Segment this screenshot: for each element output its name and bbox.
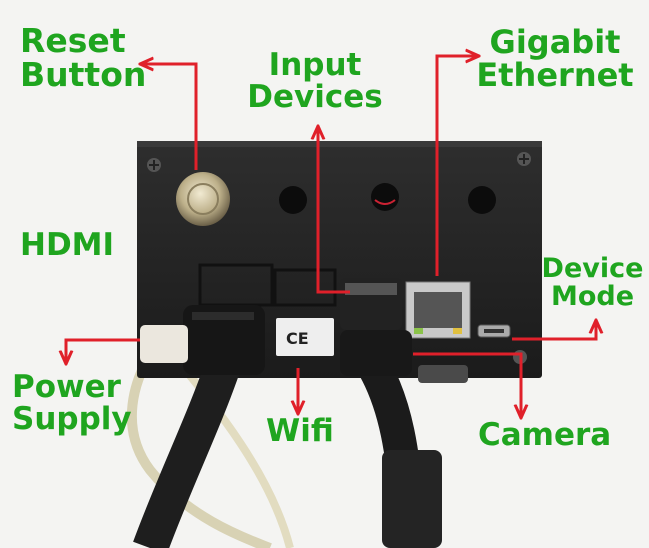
reset-button-part <box>176 172 230 226</box>
vent-hole-2 <box>371 183 399 211</box>
hdmi-cable <box>133 354 243 548</box>
input-devices-arrow <box>318 126 350 294</box>
reset-button-label: Reset Button <box>20 21 147 94</box>
power-connector <box>140 325 188 363</box>
reset-button-arrow <box>140 64 198 170</box>
camera-arrow <box>413 352 521 418</box>
camera-cable-ferrite <box>382 450 442 548</box>
ce-mark: CE <box>286 329 309 348</box>
beige-cable <box>126 337 272 548</box>
vent-hole-1 <box>279 186 307 214</box>
power-supply-label: Power Supply <box>12 369 132 437</box>
camera-label: Camera <box>478 417 612 453</box>
hdmi-label: HDMI <box>20 227 115 263</box>
enclosure-top-edge <box>137 141 542 147</box>
camera-lens-ring <box>418 365 468 383</box>
device-mode-arrow <box>512 320 596 341</box>
input-devices-label: Input Devices <box>247 47 383 115</box>
camera-connector <box>340 330 412 376</box>
power-supply-arrow <box>66 338 140 364</box>
gigabit-ethernet-arrow <box>435 56 479 276</box>
gigabit-ethernet-label: Gigabit Ethernet <box>476 23 634 94</box>
wifi-module <box>276 318 334 356</box>
device-mode-label: Device Mode <box>541 253 644 312</box>
wifi-label: Wifi <box>266 413 334 449</box>
hdmi-connector <box>183 305 265 375</box>
vent-hole-3 <box>468 186 496 214</box>
